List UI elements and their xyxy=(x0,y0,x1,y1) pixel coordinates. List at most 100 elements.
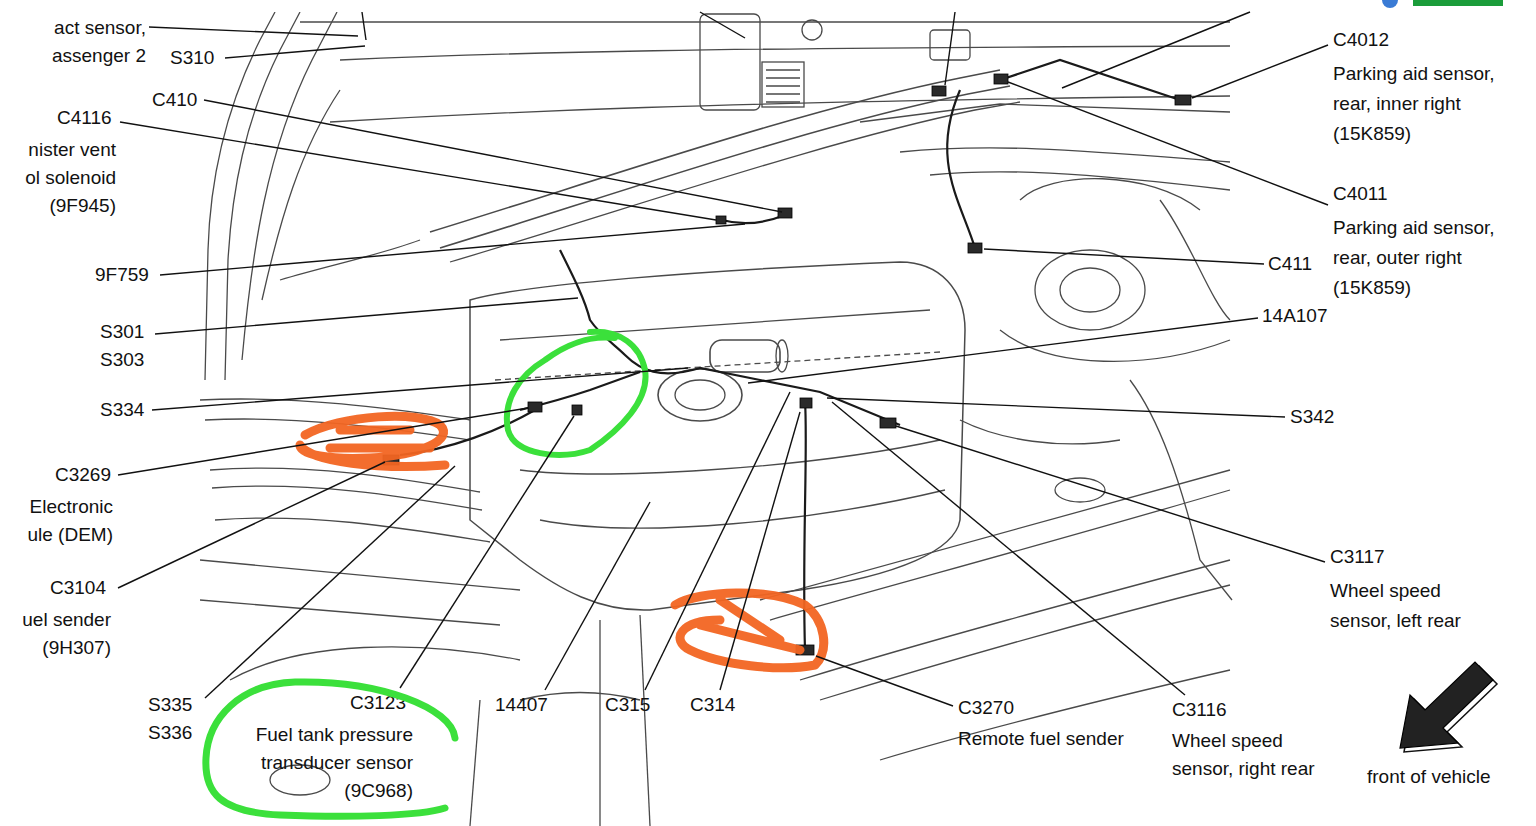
ui-button xyxy=(1413,0,1503,6)
callout-number: C314 xyxy=(690,693,735,717)
drawing-part xyxy=(500,310,930,340)
drawing-part xyxy=(802,20,822,40)
part-label: Parking aid sensor, rear, inner right (1… xyxy=(1333,59,1508,149)
drawing-part xyxy=(152,368,688,410)
drawing-part xyxy=(1020,179,1200,210)
drawing-part xyxy=(994,74,1008,84)
callout-number: S301 xyxy=(100,320,144,344)
drawing-part xyxy=(120,122,716,220)
callout-number: 9F759 xyxy=(95,263,149,287)
drawing-part xyxy=(816,656,953,706)
drawing-part xyxy=(960,420,1120,444)
drawing-part xyxy=(945,12,955,85)
drawing-part xyxy=(1008,82,1328,205)
callout-number: C3117 xyxy=(1330,545,1385,569)
drawing-part xyxy=(947,90,975,248)
drawing-part xyxy=(700,12,745,38)
drawing-part xyxy=(200,600,500,625)
drawing-part xyxy=(800,560,1230,680)
part-label: Wheel speed sensor, left rear xyxy=(1330,576,1495,636)
drawing-part xyxy=(896,426,1325,562)
drawing-part xyxy=(362,12,366,40)
drawing-part xyxy=(545,502,650,690)
drawing-part xyxy=(1192,45,1328,98)
drawing-part xyxy=(675,380,725,410)
callout-number: C411 xyxy=(1268,252,1312,276)
callout-number: C3270 xyxy=(958,696,1014,720)
part-label: Wheel speed sensor, right rear xyxy=(1172,727,1337,783)
callout-number: C410 xyxy=(152,88,197,112)
callout-number: S334 xyxy=(100,398,144,422)
part-label: Parking aid sensor, rear, outer right (1… xyxy=(1333,213,1513,303)
drawing-part xyxy=(205,466,455,698)
drawing-part xyxy=(1062,12,1250,88)
drawing-part xyxy=(984,249,1264,264)
drawing-part xyxy=(776,340,788,372)
drawing-part xyxy=(1060,268,1120,312)
callout-number: S342 xyxy=(1290,405,1334,429)
underbody-illustration xyxy=(200,12,1232,826)
drawing-part xyxy=(968,243,982,253)
drawing-part xyxy=(400,416,574,688)
drawing-part xyxy=(778,208,792,218)
callout-number: S310 xyxy=(170,46,214,70)
part-label: act sensor, assenger 2 xyxy=(26,14,146,70)
drawing-part xyxy=(540,490,945,528)
drawing-part xyxy=(300,21,1230,22)
drawing-part xyxy=(160,224,745,275)
drawing-part xyxy=(155,298,578,334)
drawing-part xyxy=(118,462,385,588)
part-label: Electronic ule (DEM) xyxy=(18,493,113,549)
drawing-part xyxy=(520,440,940,474)
drawing-part xyxy=(495,352,940,380)
drawing-part xyxy=(658,369,742,421)
drawing-part xyxy=(149,27,358,36)
part-label: uel sender (9H307) xyxy=(16,606,111,662)
drawing-part xyxy=(932,86,946,96)
drawing-part xyxy=(820,585,1230,700)
callout-number: S303 xyxy=(100,348,144,372)
callout-number: C4116 xyxy=(57,106,112,130)
drawing-part xyxy=(215,518,490,542)
loop-outline xyxy=(200,678,462,820)
drawing-part xyxy=(645,392,790,690)
drawing-part xyxy=(722,215,785,223)
drawing-part xyxy=(572,405,582,415)
drawing-part xyxy=(230,647,520,680)
drawing-part xyxy=(118,408,528,475)
callout-number: C3269 xyxy=(55,463,111,487)
drawing-part xyxy=(675,593,824,668)
drawing-part xyxy=(716,216,726,224)
callout-number: C4012 xyxy=(1333,28,1389,52)
drawing-part xyxy=(860,104,1230,122)
drawing-part xyxy=(440,86,1010,248)
drawing-part xyxy=(832,402,1185,695)
drawing-part xyxy=(900,148,1230,162)
drawing-part xyxy=(330,96,1230,122)
loop-stroke xyxy=(206,682,455,816)
drawing-part xyxy=(470,700,480,826)
drawing-part xyxy=(710,340,780,372)
drawing-part xyxy=(528,402,542,412)
leader-lines xyxy=(118,12,1328,706)
drawing-part xyxy=(340,46,1230,60)
part-label: Remote fuel sender xyxy=(958,727,1124,751)
callout-number: 14407 xyxy=(495,693,548,717)
callout-number: C3116 xyxy=(1172,698,1227,722)
drawing-part xyxy=(760,470,1230,600)
drawing-part xyxy=(280,240,420,280)
connector-symbols xyxy=(383,74,1191,655)
drawing-part xyxy=(700,14,760,110)
drawing-part xyxy=(640,615,650,826)
green-highlight xyxy=(507,332,646,455)
callout-number: C315 xyxy=(605,693,650,717)
callout-number: 14A107 xyxy=(1262,304,1328,328)
drawing-part xyxy=(1000,60,1180,100)
drawing-part xyxy=(1175,95,1191,105)
drawing-part xyxy=(1000,330,1230,361)
drawing-part xyxy=(470,262,965,610)
drawing-part xyxy=(804,400,806,650)
drawing-part xyxy=(748,318,1258,383)
part-label: nister vent ol solenoid (9F945) xyxy=(20,136,116,220)
